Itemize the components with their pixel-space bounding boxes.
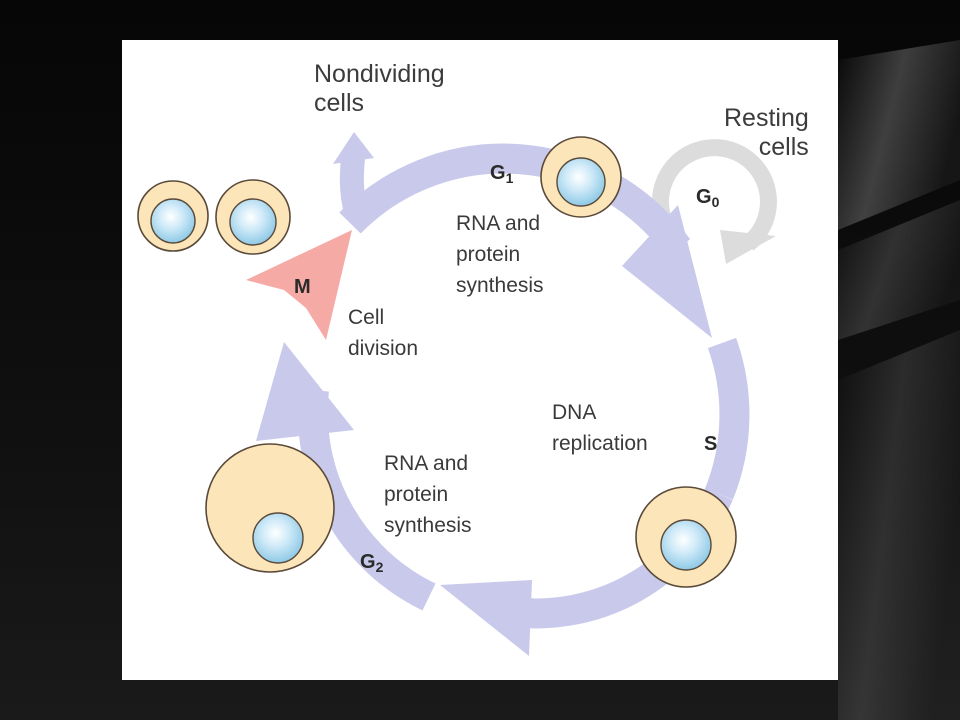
g1-cell: [540, 136, 622, 218]
phase-m-letter: M: [294, 276, 311, 298]
g1-synthesis-label: RNA and protein synthesis: [456, 212, 544, 297]
phase-g0-sub: 0: [711, 194, 720, 210]
dna-replication-label: DNA replication: [552, 401, 648, 455]
cell-cycle-diagram: [137, 132, 777, 656]
phase-g0-letter: G: [696, 186, 712, 208]
cycle-arrowhead-g1: [622, 205, 712, 338]
nondividing-arrowhead: [333, 132, 374, 164]
nondividing-branch-arrow: [339, 157, 368, 216]
phase-g2-letter: G: [360, 551, 376, 573]
g0-loop-arrow: [651, 139, 777, 251]
cell-division-label: Cell division: [348, 306, 419, 360]
m-phase-arrow: [246, 230, 352, 340]
g2-large-cell: [205, 443, 335, 573]
phase-s-letter: S: [704, 433, 718, 455]
phase-g2-label: G2: [360, 550, 383, 579]
phase-m-label: M: [294, 275, 311, 299]
nondividing-cells-label: Nondividing cells: [314, 60, 445, 117]
cycle-arrow-s: [704, 337, 750, 500]
phase-s-label: S: [704, 432, 717, 456]
cycle-arrowhead-bottom: [440, 580, 532, 656]
phase-g1-label: G1: [490, 161, 513, 190]
phase-g1-letter: G: [490, 162, 506, 184]
daughter-cells: [137, 179, 291, 255]
diagram-slide: Nondividing cells Resting cells RNA and …: [122, 40, 838, 680]
phase-g1-sub: 1: [505, 170, 514, 186]
cycle-arrowhead-g2: [256, 342, 354, 441]
g2-synthesis-label: RNA and protein synthesis: [384, 452, 472, 537]
phase-g2-sub: 2: [375, 559, 384, 575]
post-s-cell: [635, 486, 737, 588]
cycle-arrow-g1: [339, 143, 691, 257]
g0-loop-arrowhead: [720, 230, 776, 264]
phase-g0-label: G0: [696, 185, 719, 214]
resting-cells-label: Resting cells: [724, 104, 809, 161]
